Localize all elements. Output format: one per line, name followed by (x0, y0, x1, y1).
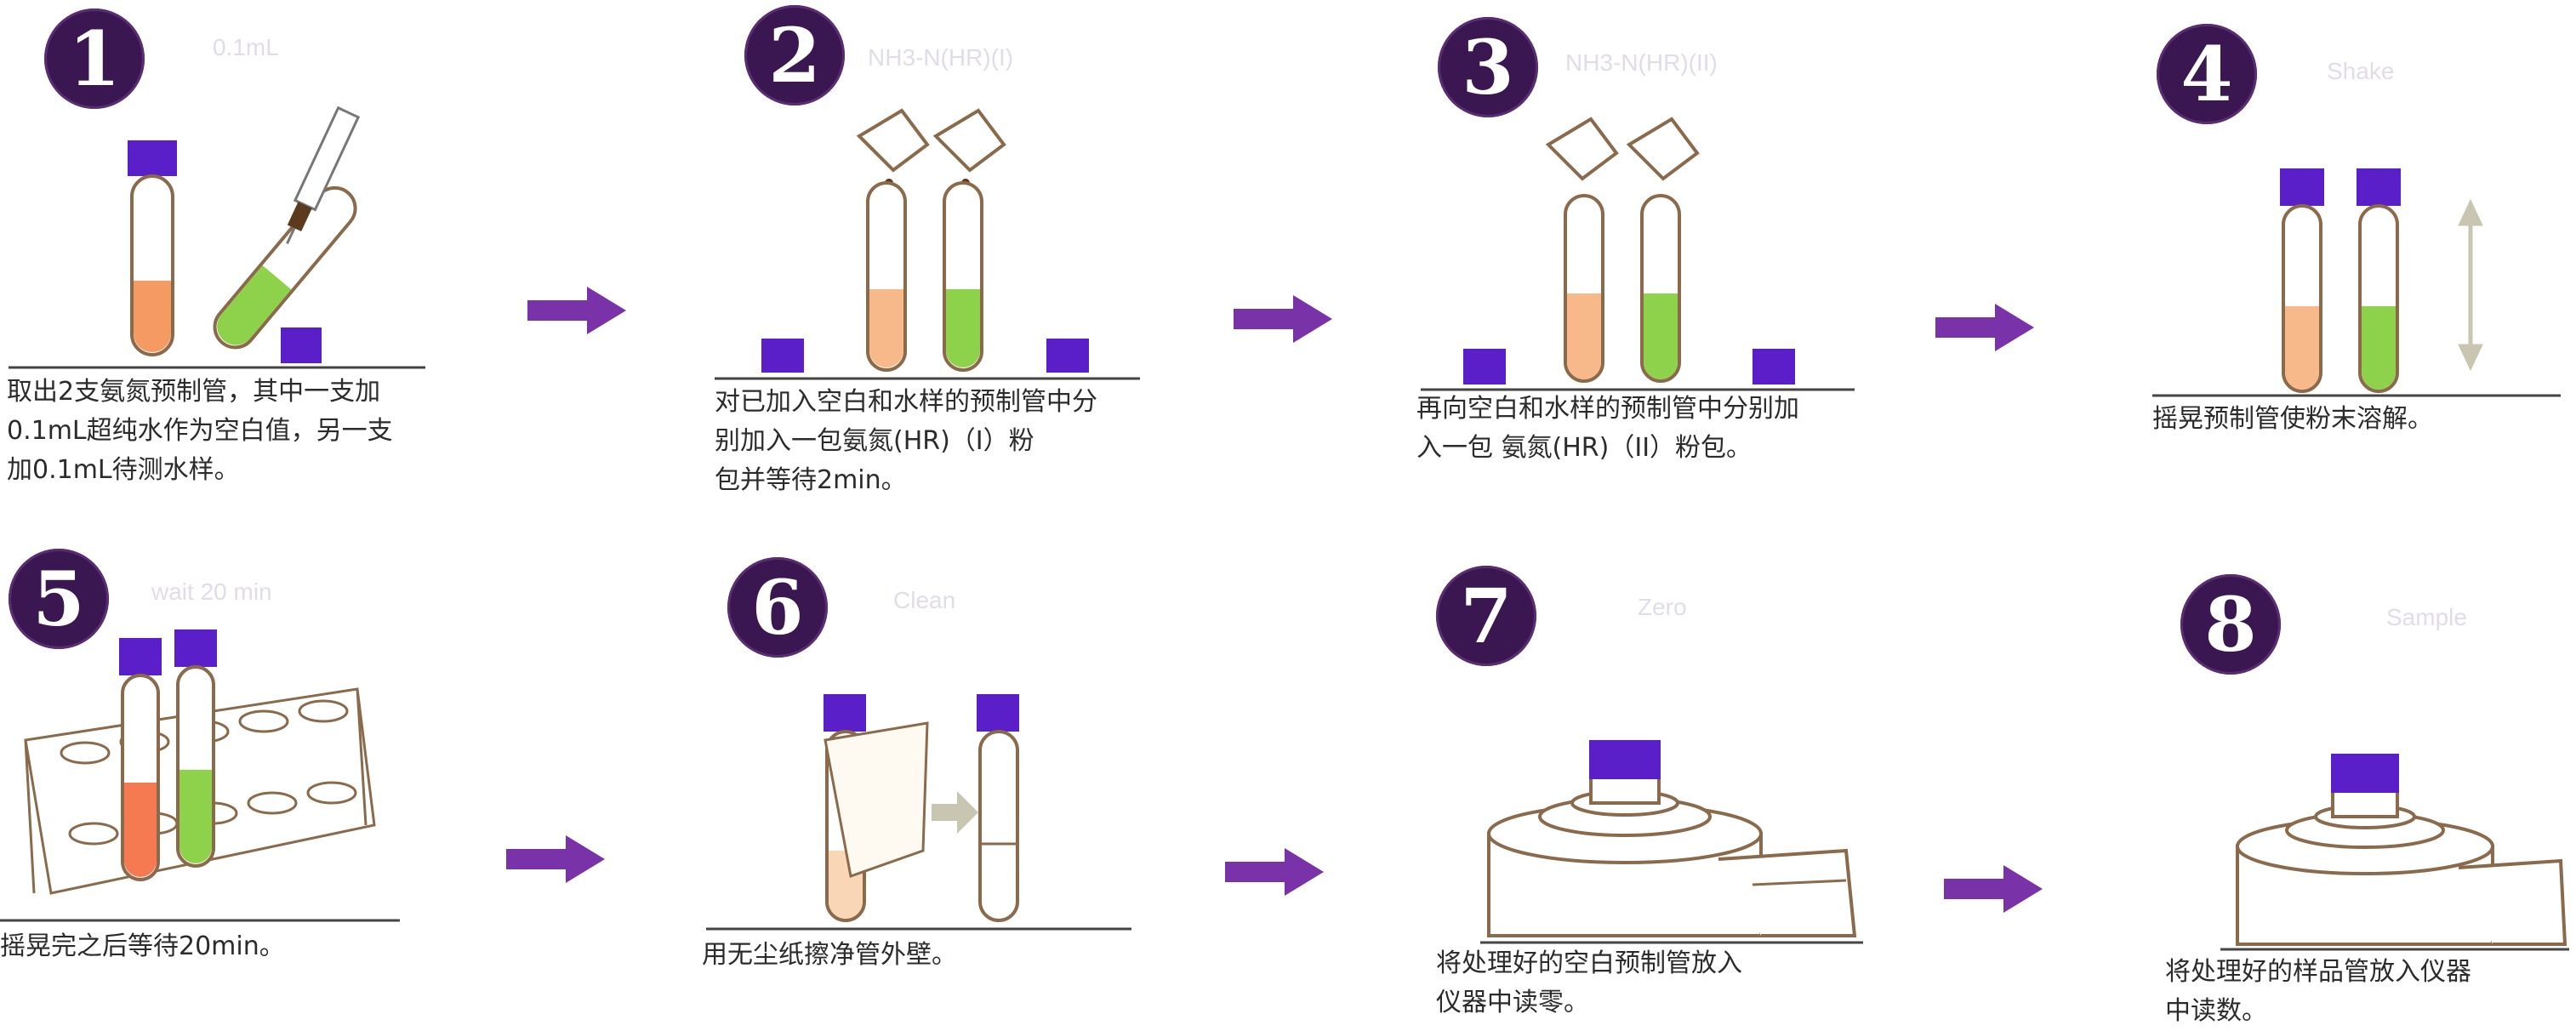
step-2-illustration (715, 108, 1140, 380)
step-6-illustration (706, 694, 1131, 931)
step-2-caption: 对已加入空白和水样的预制管中分 别加入一包氨氮(HR)（Ⅰ）粉 包并等待2min… (715, 387, 1097, 495)
step-4-illustration (2152, 168, 2561, 397)
step-3-badge: 3 (1438, 17, 1538, 117)
step-7-label: Zero (1638, 594, 1687, 620)
step-5-label: wait 20 min (151, 578, 272, 605)
step-5-illustration (0, 629, 400, 922)
step-8-label: Sample (2386, 604, 2467, 630)
arrow-1-2 (527, 287, 626, 334)
arrow-7-8 (1944, 865, 2043, 913)
step-4-label: Shake (2327, 58, 2395, 84)
step-3-illustration (1421, 117, 1855, 391)
tissue-icon (824, 721, 929, 878)
arrow-6-7 (1225, 848, 1324, 896)
step-1-sample-liquid (217, 265, 292, 345)
step-8-badge: 8 (2180, 574, 2281, 675)
step-7-caption: 将处理好的空白预制管放入 仪器中读零。 (1436, 948, 1742, 1017)
arrow-2-3 (1234, 295, 1332, 343)
arrow-5-6 (506, 835, 605, 883)
step-8-illustration (2220, 754, 2569, 951)
step-1-caption: 取出2支氨氮预制管，其中一支加 0.1mL超纯水作为空白值，另一支 加0.1mL… (7, 377, 393, 485)
step-6-caption: 用无尘纸擦净管外壁。 (702, 940, 957, 970)
arrow-3-4 (1935, 304, 2034, 351)
step-1-blank-liquid (134, 281, 171, 352)
step-1-illustration (9, 105, 425, 369)
step-3-label: NH3-N(HR)(II) (1565, 49, 1718, 76)
step-2-badge: 2 (744, 5, 845, 105)
step-7-badge: 7 (1436, 566, 1536, 666)
step-1-blank-cap (128, 140, 177, 176)
step-2-label: NH3-N(HR)(I) (868, 44, 1014, 71)
step-4-badge: 4 (2157, 24, 2257, 124)
step-6-label: Clean (893, 587, 956, 613)
step-7-illustration (1480, 740, 1863, 944)
step-8-caption: 将处理好的样品管放入仪器 中读数。 (2165, 957, 2471, 1026)
step-4-caption: 摇晃预制管使粉末溶解。 (2152, 404, 2433, 434)
step-5-caption: 摇晃完之后等待20min。 (0, 931, 285, 961)
step-5-badge: 5 (9, 549, 109, 649)
step-1-label: 0.1mL (213, 34, 279, 60)
step-3-caption: 再向空白和水样的预制管中分别加 入一包 氨氮(HR)（ⅠⅠ）粉包。 (1416, 394, 1799, 463)
step-6-badge: 6 (727, 557, 828, 658)
step-1-badge: 1 (44, 9, 145, 109)
step-1-cap-resting (281, 328, 322, 363)
double-arrow-icon (2458, 198, 2483, 372)
